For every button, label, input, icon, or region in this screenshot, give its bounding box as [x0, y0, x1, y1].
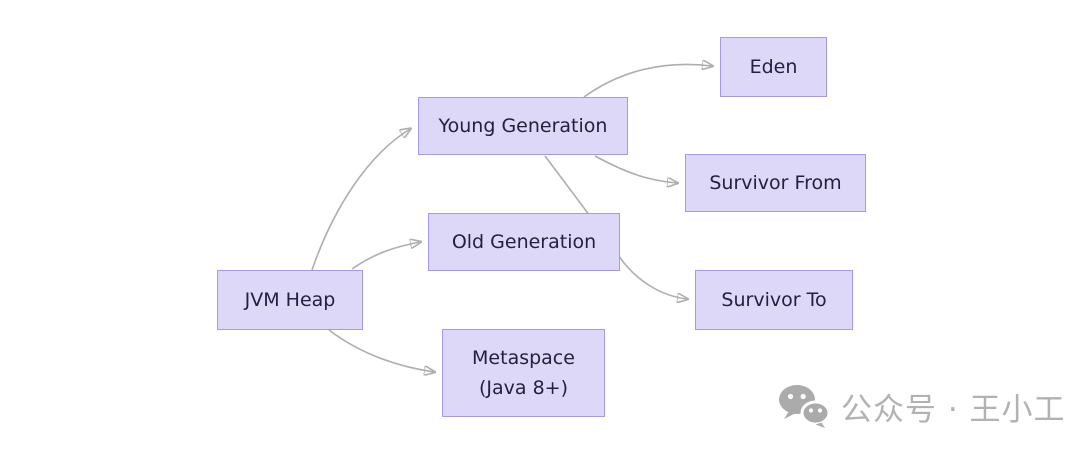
node-survivor-to-label: Survivor To: [721, 288, 827, 311]
edge-jvm-heap-to-old-generation: [351, 242, 420, 270]
node-old-generation-label: Old Generation: [451, 230, 597, 253]
node-survivor-from: Survivor From: [685, 154, 866, 212]
edge-young-generation-to-survivor-from: [594, 155, 677, 183]
edge-jvm-heap-to-young-generation: [311, 129, 410, 271]
node-jvm-heap-label: JVM Heap: [244, 288, 336, 311]
node-eden: Eden: [720, 37, 827, 97]
edge-young-generation-to-survivor-to: [544, 155, 687, 299]
node-survivor-from-label: Survivor From: [709, 171, 842, 194]
node-young-generation: Young Generation: [418, 97, 628, 155]
node-eden-label: Eden: [749, 55, 798, 78]
wechat-icon: [779, 385, 830, 428]
node-old-generation: Old Generation: [428, 213, 620, 271]
edge-jvm-heap-to-metaspace: [328, 329, 434, 372]
watermark: 公众号 · 王小工: [778, 382, 1066, 430]
edge-young-generation-to-eden: [583, 64, 712, 98]
node-young-generation-label: Young Generation: [438, 114, 608, 137]
node-metaspace-label-line2: (Java 8+): [478, 377, 568, 399]
node-metaspace-label-line1: Metaspace: [472, 346, 575, 369]
watermark-text: 公众号 · 王小工: [841, 391, 1066, 428]
node-survivor-to: Survivor To: [695, 270, 853, 330]
node-jvm-heap: JVM Heap: [217, 270, 363, 330]
node-metaspace: Metaspace (Java 8+): [442, 329, 605, 417]
